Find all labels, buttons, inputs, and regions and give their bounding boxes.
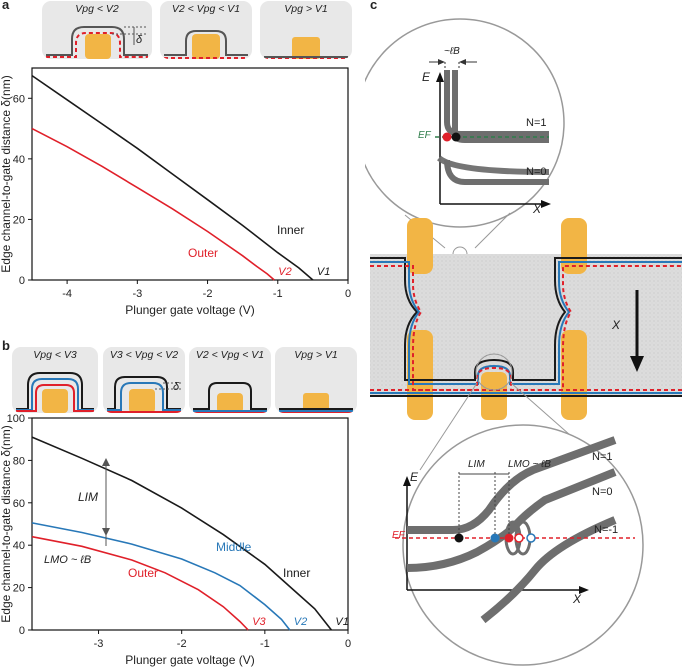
series-label-outer: Outer: [188, 246, 218, 260]
x-tick-label: 0: [345, 288, 351, 300]
thumbnail-b-2: V3 < Vpg < V2 δ: [103, 347, 185, 413]
top-inset-plot: [429, 59, 551, 208]
delta-label-a: δ: [136, 34, 143, 46]
series-line-outer: [31, 535, 249, 631]
x-tick-label: 0: [345, 638, 351, 650]
bottom-inset-level-m1: N=-1: [594, 524, 619, 536]
series-line-inner: [31, 74, 314, 281]
y-tick-label: 80: [13, 455, 25, 467]
thumbnail-a-3: Vpg > V1: [260, 1, 352, 59]
y-tick-label: 40: [13, 540, 25, 552]
middle-x-axis: X: [612, 318, 621, 332]
top-inset-x-axis: X: [533, 202, 542, 216]
panel-letter-b: b: [2, 338, 10, 353]
series-endpoint-inner: V1: [335, 616, 348, 628]
thumbnail-a-2-drawing: [164, 30, 248, 59]
thumbnail-a-1-label: Vpg < V2: [75, 3, 119, 15]
x-tick-label: -1: [273, 288, 283, 300]
series-label-inner: Inner: [277, 223, 304, 237]
plot-frame: [31, 67, 349, 281]
bottom-inset-plot: [395, 436, 635, 624]
x-tick-label: -2: [203, 288, 213, 300]
bottom-inset-level-0: N=0: [592, 486, 613, 498]
lim-label: LIM: [78, 490, 99, 504]
thumbnail-b-4-drawing: [279, 393, 353, 413]
lim-arrow-bottom: [102, 528, 110, 536]
gate-bottom-left: [407, 330, 433, 420]
series-line-outer: [31, 127, 275, 281]
x-tick-label: -2: [177, 638, 187, 650]
thumbnail-b-4-label: Vpg > V1: [294, 349, 338, 361]
top-inset-width: ~ℓB: [444, 46, 460, 57]
bottom-inset-lmo: LMO ~ ℓB: [508, 459, 551, 470]
thumbnail-a-2: V2 < Vpg < V1: [160, 1, 252, 59]
panel-c-drawing: [365, 18, 682, 666]
series-endpoint-outer: V3: [252, 616, 266, 628]
thumbnail-b-1-label: Vpg < V3: [33, 349, 77, 361]
thumbnail-b-3-drawing: [193, 382, 267, 413]
y-tick-label: 100: [7, 413, 25, 425]
y-tick-label: 20: [13, 214, 25, 226]
series-label-inner: Inner: [283, 566, 310, 580]
bottom-inset-fermi: EF: [392, 530, 405, 541]
thumbnail-a-3-label: Vpg > V1: [284, 3, 328, 15]
gate-top-left: [407, 218, 433, 274]
x-tick-label: -3: [132, 288, 142, 300]
top-inset-level-0: N=0: [526, 166, 547, 178]
series-endpoint-outer: V2: [278, 266, 291, 278]
series-label-outer: Outer: [128, 566, 158, 580]
thumbnail-b-4: Vpg > V1: [275, 347, 357, 413]
y-tick-label: 40: [13, 154, 25, 166]
bottom-inset-x-axis: X: [573, 592, 582, 606]
thumbnail-b-1: Vpg < V3: [12, 347, 98, 413]
x-tick-label: -4: [62, 288, 72, 300]
thumbnail-b-2-drawing: [107, 376, 181, 413]
gate-bottom-right: [561, 330, 587, 420]
plot-frame: [31, 417, 349, 631]
bottom-inset-lim: LIM: [468, 459, 485, 470]
top-inset-e-axis: E: [422, 70, 431, 84]
y-axis-label: Edge channel-to-gate distance δ(nm): [0, 75, 13, 272]
thumbnail-b-3: V2 < Vpg < V1: [189, 347, 271, 413]
y-tick-label: 60: [13, 498, 25, 510]
x-axis-label: Plunger gate voltage (V): [125, 653, 254, 667]
thumbnail-a-1: Vpg < V2 δ: [42, 1, 152, 59]
series-line-inner: [31, 436, 333, 631]
y-tick-label: 20: [13, 583, 25, 595]
thumbnail-b-1-drawing: [16, 372, 94, 413]
y-tick-label: 60: [13, 93, 25, 105]
gate-top-right: [561, 218, 587, 274]
bottom-inset-level-1: N=1: [592, 451, 613, 463]
x-tick-label: -3: [94, 638, 104, 650]
top-inset-fermi: EF: [418, 130, 431, 141]
series-endpoint-middle: V2: [294, 616, 307, 628]
thumbnail-b-3-label: V2 < Vpg < V1: [195, 349, 265, 361]
y-tick-label: 0: [19, 275, 25, 287]
series-endpoint-inner: V1: [317, 266, 330, 278]
lmo-label: LMO ~ ℓB: [44, 554, 92, 566]
panel-letter-c: c: [370, 0, 378, 12]
thumbnail-a-2-label: V2 < Vpg < V1: [171, 3, 241, 15]
x-tick-label: -1: [260, 638, 270, 650]
top-inset-level-1: N=1: [526, 117, 547, 129]
top-inset-circle: [365, 18, 565, 228]
lim-arrow-top: [102, 458, 110, 466]
x-axis-label: Plunger gate voltage (V): [125, 303, 254, 317]
bottom-inset-e-axis: E: [410, 470, 419, 484]
y-tick-label: 0: [19, 625, 25, 637]
thumbnail-a-1-drawing: [46, 26, 148, 59]
thumbnail-b-2-label: V3 < Vpg < V2: [109, 349, 179, 361]
delta-label-b: δ: [173, 381, 180, 393]
panel-letter-a: a: [2, 0, 10, 12]
y-axis-label: Edge channel-to-gate distance δ(nm): [0, 425, 13, 622]
series-label-middle: Middle: [216, 540, 252, 554]
thumbnail-a-3-drawing: [264, 37, 348, 59]
series-line-middle: [31, 522, 291, 631]
